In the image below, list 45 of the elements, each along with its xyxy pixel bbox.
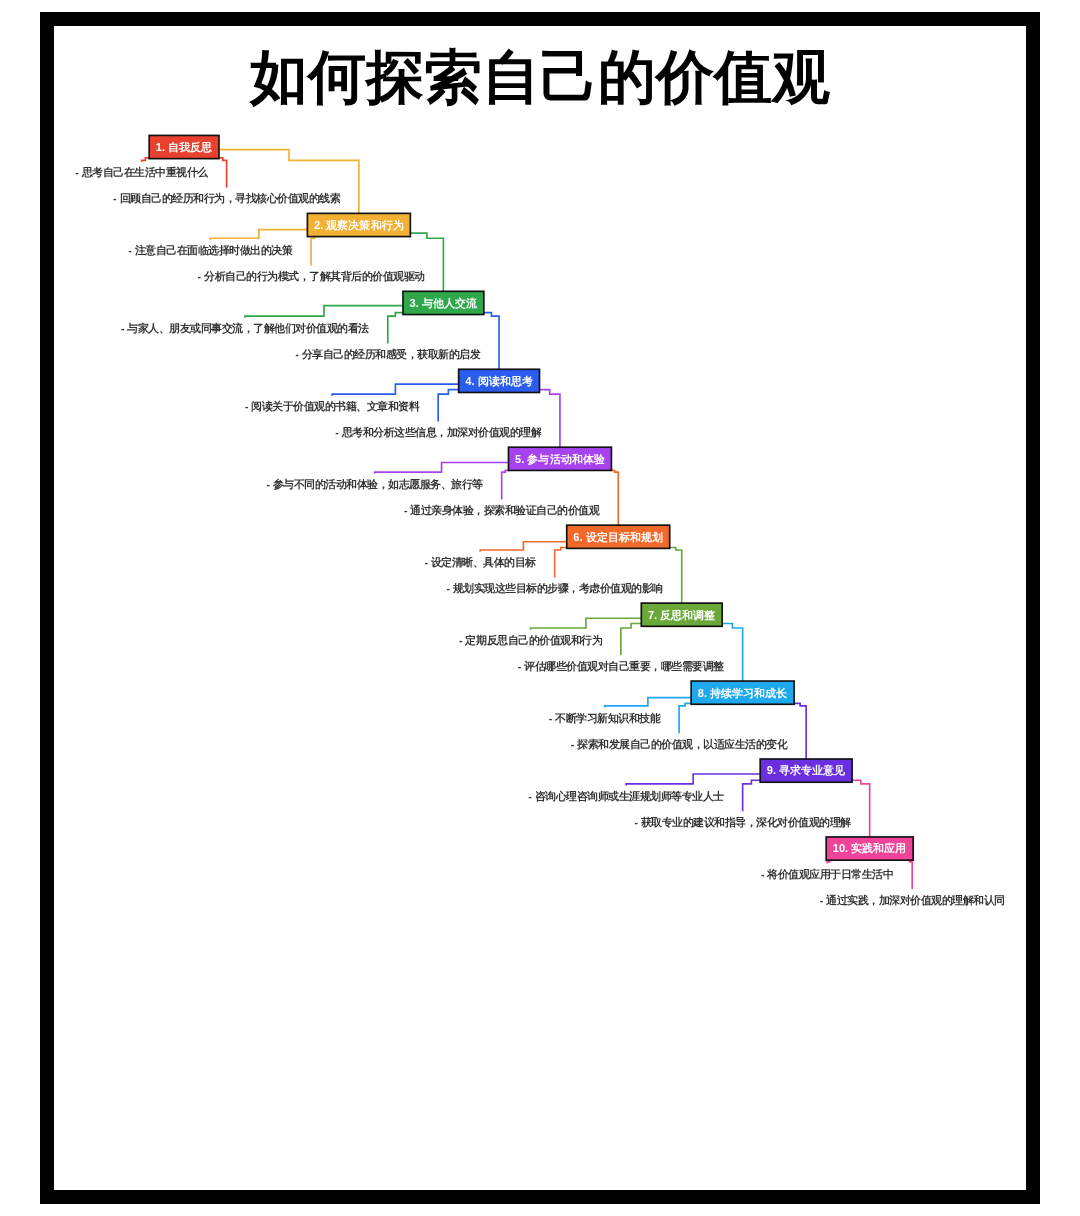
node-text: - 思考自己在生活中重视什么 (75, 166, 208, 179)
node-text: - 评估哪些价值观对自己重要，哪些需要调整 (517, 660, 724, 672)
node-text: - 阅读关于价值观的书籍、文章和资料 (244, 400, 420, 413)
node-box (457, 368, 541, 394)
node-box (640, 602, 723, 628)
connector (500, 469, 510, 501)
connector (678, 702, 692, 735)
node-text: - 回顾自己的经历和行为，寻找核心价值观的线索 (113, 192, 341, 205)
page-frame: 如何探索自己的价值观 1. 自我反思 - 思考自己在生活中重视什么 - 回顾自己的经历和行为，寻找核心价值观的线索 2. 观察决策和行为 - 注意自己在面临选择时做出的决策 - 分析自己的行为模式，了解其背后的价值观驱动 3. 与他人交流 - 与家人、朋友或同事交流，了解他们对价值观的看法 - 分享自己的经历和感受，获取新的启发 4. 阅读和思考 - 阅读关于价值观的书籍、文章和资料 - 思考和分析这些信息，加深对价值观的理解 5. 参与活动和体验 - 参与不同的活动和体验，如志愿服务、旅行等 - 通过亲身体验，探索和验证自己的价值观 6. 设定目标和规划 - 设定清晰、具体的目标 - 规划实现这些目标的步骤，考虑价值观的影响 7. 反思和调整 - 定期反思自己的价值观和行为 - 评估哪些价值观对自己重要，哪些需要调整 8. 持续学习和成长 - 不断学习新知识和技能 - 探索和发展自己的价值观，以适应生活的变化 9. 寻求专业意见 - 咨询心理咨询师或生涯规划师等专业人士 - 获取专业的建议和指导，深化对价值观的理解 10. 实践和应用 - 将价值观应用于日常生活中 - 通过实践，加深对价值观的理解和认同 (40, 12, 1040, 1204)
node-text: - 注意自己在面临选择时做出的决策 (128, 244, 293, 257)
node-box (759, 758, 853, 784)
connector (793, 702, 807, 760)
node-box (825, 836, 914, 861)
node-box (402, 290, 485, 316)
connector (218, 157, 228, 189)
connector (310, 235, 318, 267)
node-box (306, 212, 412, 238)
node-box (690, 680, 795, 706)
node-box (148, 134, 220, 160)
node-text: - 规划实现这些目标的步骤，考虑价值观的影响 (446, 582, 663, 594)
node-text: - 定期反思自己的价值观和行为 (459, 634, 603, 647)
node-text: - 设定清晰、具体的目标 (424, 556, 536, 569)
connector (668, 546, 683, 604)
connector (603, 696, 692, 709)
node-text: - 探索和发展自己的价值观，以适应生活的变化 (570, 738, 788, 750)
node-text: - 不断学习新知识和技能 (548, 712, 661, 725)
node-text: - 与家人、朋友或同事交流，了解他们对价值观的看法 (120, 322, 369, 335)
node-text: - 思考和分析这些信息，加深对价值观的理解 (335, 426, 542, 439)
connector (218, 148, 360, 215)
node-text: - 分析自己的行为模式，了解其背后的价值观驱动 (197, 270, 425, 283)
node-text: - 将价值观应用于日常生活中 (760, 868, 894, 881)
node-text: - 通过亲身体验，探索和验证自己的价值观 (403, 504, 600, 517)
node-box (507, 446, 613, 472)
title: 如何探索自己的价值观 (250, 44, 830, 111)
node-text: - 分享自己的经历和感受，获取新的启发 (295, 348, 481, 361)
connector (610, 469, 620, 526)
node-text: - 参与不同的活动和体验，如志愿服务、旅行等 (266, 478, 483, 491)
connector (386, 311, 404, 345)
node-text: - 咨询心理咨询师或生涯规划师等专业人士 (528, 790, 724, 803)
connector (483, 311, 500, 371)
node-box (565, 524, 671, 550)
connector (906, 859, 913, 891)
node-text: - 通过实践，加深对价值观的理解和认同 (819, 894, 1005, 906)
connector (553, 546, 568, 579)
node-text: - 获取专业的建议和指导，深化对价值观的理解 (634, 816, 851, 828)
